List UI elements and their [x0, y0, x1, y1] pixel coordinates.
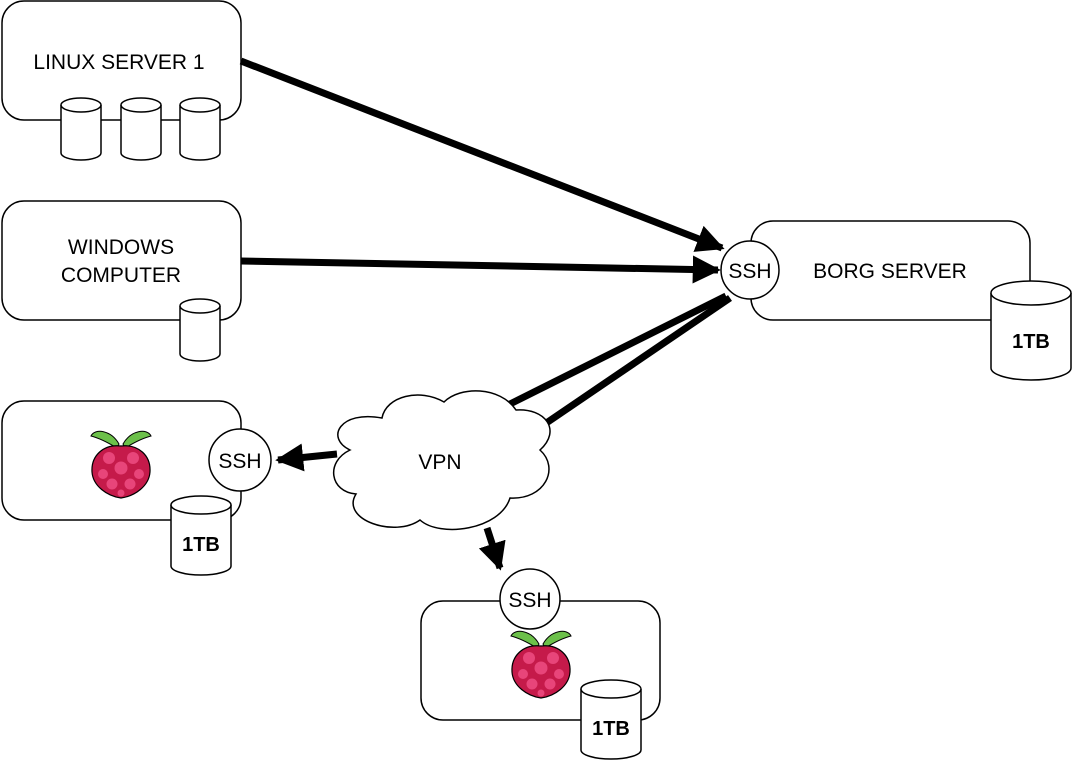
linux-server-node: LINUX SERVER 1 — [1, 0, 242, 161]
raspberry-pi-bottom-node: 1TB — [420, 600, 661, 760]
link-linux-to-borg — [239, 57, 725, 252]
link-vpn-to-pi-bottom — [478, 526, 506, 571]
ssh-pi-bottom: SSH — [499, 568, 561, 630]
borg-server-node: BORG SERVER 1TB — [750, 220, 1072, 381]
linux-server-label: LINUX SERVER 1 — [33, 51, 204, 74]
raspberry-pi-left-node: 1TB — [1, 400, 242, 576]
ssh-label: SSH — [728, 260, 771, 283]
disk-label: 1TB — [592, 718, 630, 740]
borg-server-label: BORG SERVER — [813, 260, 967, 283]
windows-computer-label-line2: COMPUTER — [61, 264, 181, 287]
windows-computer-box — [1, 200, 242, 321]
link-borg-to-vpn-2 — [534, 295, 732, 433]
disk-1tb-bottom: 1TB — [580, 679, 642, 760]
ssh-pi-left: SSH — [208, 428, 272, 492]
disk-1tb-left: 1TB — [170, 495, 232, 576]
windows-computer-node: WINDOWS COMPUTER — [1, 200, 242, 362]
disk-1tb-borg: 1TB — [990, 280, 1072, 381]
link-vpn-to-pi-left — [275, 443, 338, 472]
disk-icon — [179, 97, 221, 161]
disk-icon — [120, 97, 162, 161]
disk-icon — [60, 97, 102, 161]
ssh-borg: SSH — [720, 240, 780, 300]
link-windows-to-borg — [240, 255, 721, 284]
vpn-label: VPN — [418, 451, 461, 474]
windows-computer-label-line1: WINDOWS — [68, 236, 174, 259]
vpn-cloud: VPN — [333, 390, 551, 531]
connections — [239, 57, 732, 571]
disk-label: 1TB — [1012, 331, 1050, 353]
ssh-label: SSH — [508, 589, 551, 612]
link-borg-to-vpn-1 — [496, 292, 728, 414]
disk-icon — [179, 298, 221, 362]
disk-label: 1TB — [182, 534, 220, 556]
ssh-label: SSH — [218, 450, 261, 473]
